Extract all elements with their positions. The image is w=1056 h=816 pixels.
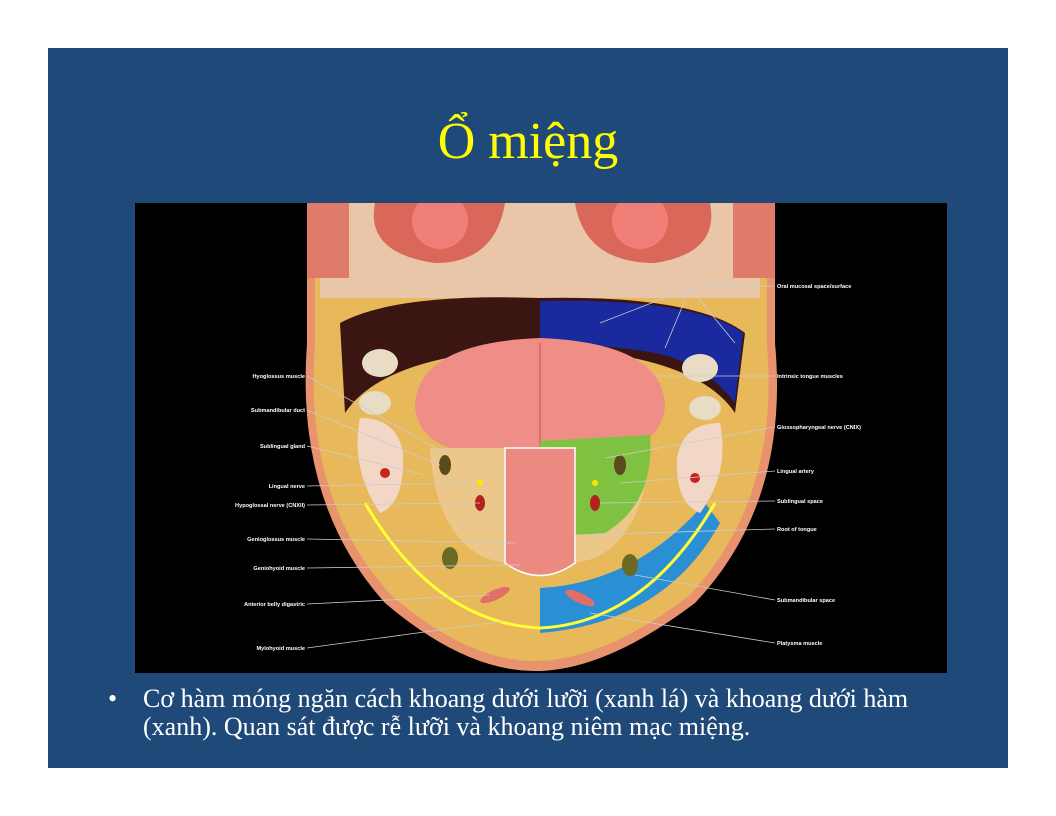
label-intrinsic-tongue-muscles: Intrinsic tongue muscles [777, 374, 843, 380]
anatomy-figure: Hyoglossus muscle Submandibular duct Sub… [135, 203, 947, 673]
oral-mucosal-space [540, 300, 743, 403]
label-platysma-muscle: Platysma muscle [777, 641, 822, 647]
slide: Ổ miệng [48, 48, 1008, 768]
label-hyoglossus-muscle: Hyoglossus muscle [252, 374, 305, 380]
label-lingual-nerve: Lingual nerve [269, 484, 305, 490]
label-genioglossus-muscle: Genioglossus muscle [247, 537, 305, 543]
bullet-text: Cơ hàm móng ngăn cách khoang dưới lưỡi (… [143, 684, 909, 741]
label-oral-mucosal-space: Oral mucosal space/surface [777, 284, 851, 290]
label-root-of-tongue: Root of tongue [777, 527, 817, 533]
slide-title: Ổ miệng [437, 113, 619, 170]
label-glossopharyngeal-nerve: Glossopharyngeal nerve (CNIX) [777, 425, 861, 431]
label-anterior-belly-digastric: Anterior belly digastric [244, 602, 305, 608]
label-lingual-artery: Lingual artery [777, 469, 815, 475]
label-mylohyoid-muscle: Mylohyoid muscle [257, 646, 306, 652]
bullet-symbol: • [108, 684, 118, 713]
label-hypoglossal-nerve: Hypoglossal nerve (CNXII) [235, 503, 305, 509]
anatomy-illustration: Hyoglossus muscle Submandibular duct Sub… [135, 203, 947, 673]
root-of-tongue [504, 447, 576, 577]
label-submandibular-space: Submandibular space [777, 598, 835, 604]
label-sublingual-gland: Sublingual gland [260, 444, 306, 450]
label-geniohyoid-muscle: Geniohyoid muscle [253, 566, 305, 572]
label-submandibular-duct: Submandibular duct [251, 408, 305, 414]
label-sublingual-space: Sublingual space [777, 499, 823, 505]
